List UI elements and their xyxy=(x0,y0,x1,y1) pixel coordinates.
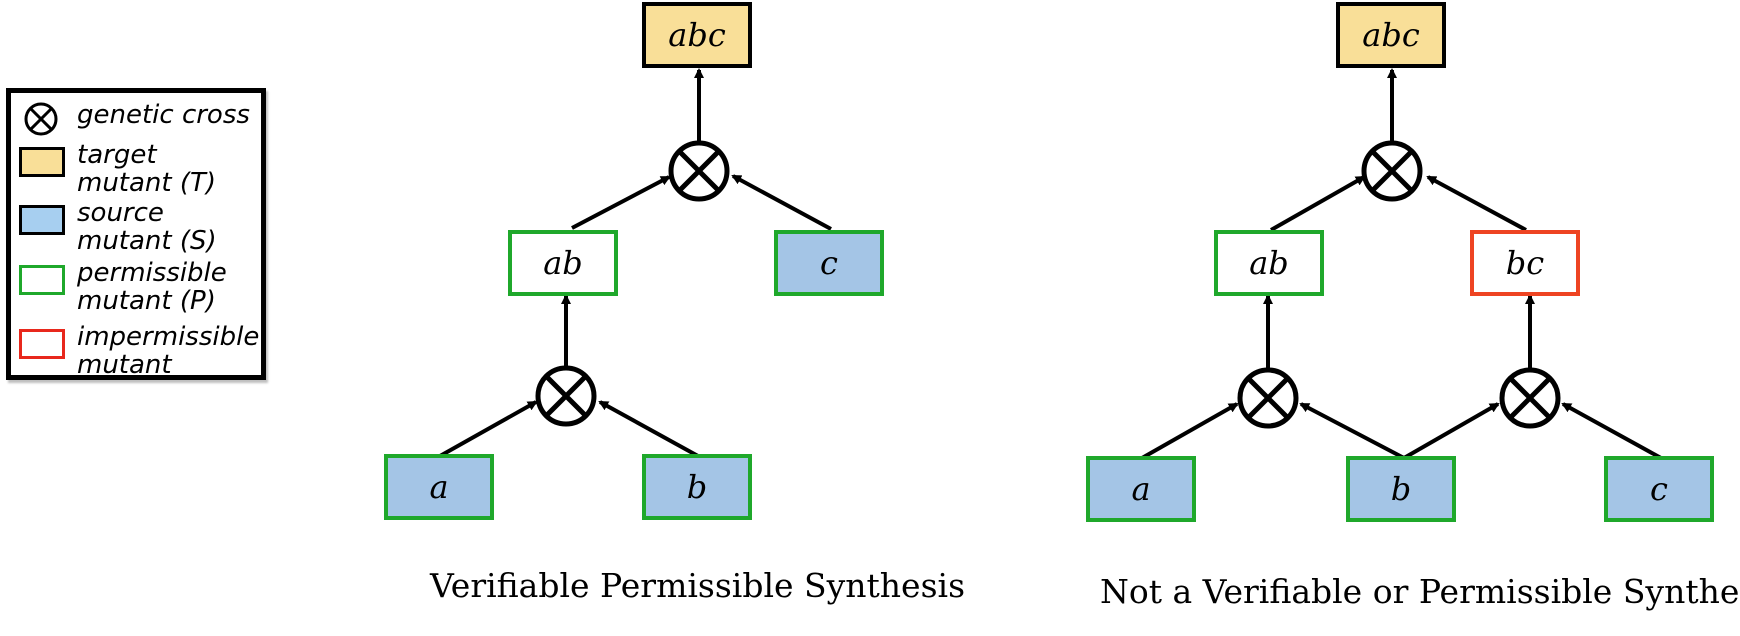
legend-row-source: source mutant (S) xyxy=(19,199,217,255)
cross-icon xyxy=(24,102,58,136)
left-caption: Verifiable Permissible Synthesis xyxy=(430,566,966,605)
legend-row-permissible: permissible mutant (P) xyxy=(19,259,227,315)
legend-cross-label: genetic cross xyxy=(77,100,250,130)
source-swatch xyxy=(19,205,65,235)
cross-icon xyxy=(668,140,730,202)
left-c-node: c xyxy=(774,230,884,296)
right-ab-node: ab xyxy=(1214,230,1324,296)
legend: genetic cross target mutant (T) source m… xyxy=(6,88,266,380)
legend-target-label: target mutant (T) xyxy=(77,140,217,198)
cross-icon xyxy=(1499,367,1561,429)
cross-icon xyxy=(1361,140,1423,202)
right-c-node: c xyxy=(1604,456,1714,522)
left-target-node: abc xyxy=(642,2,752,68)
cross-icon xyxy=(535,365,597,427)
legend-row-impermissible: impermissible mutant xyxy=(19,323,259,379)
right-a-node: a xyxy=(1086,456,1196,522)
legend-row-cross: genetic cross xyxy=(19,101,250,137)
impermissible-swatch xyxy=(19,329,65,359)
left-b-node: b xyxy=(642,454,752,520)
right-bc-node: bc xyxy=(1470,230,1580,296)
cross-icon xyxy=(1237,367,1299,429)
left-ab-node: ab xyxy=(508,230,618,296)
permissible-swatch xyxy=(19,265,65,295)
right-b-node: b xyxy=(1346,456,1456,522)
target-swatch xyxy=(19,147,65,177)
left-a-node: a xyxy=(384,454,494,520)
legend-source-label: source mutant (S) xyxy=(77,198,217,256)
right-target-node: abc xyxy=(1336,2,1446,68)
legend-permissible-label: permissible mutant (P) xyxy=(77,258,227,316)
legend-impermissible-label: impermissible mutant xyxy=(77,322,260,380)
legend-row-target: target mutant (T) xyxy=(19,141,216,197)
right-caption: Not a Verifiable or Permissible Synthesi… xyxy=(1100,572,1740,611)
